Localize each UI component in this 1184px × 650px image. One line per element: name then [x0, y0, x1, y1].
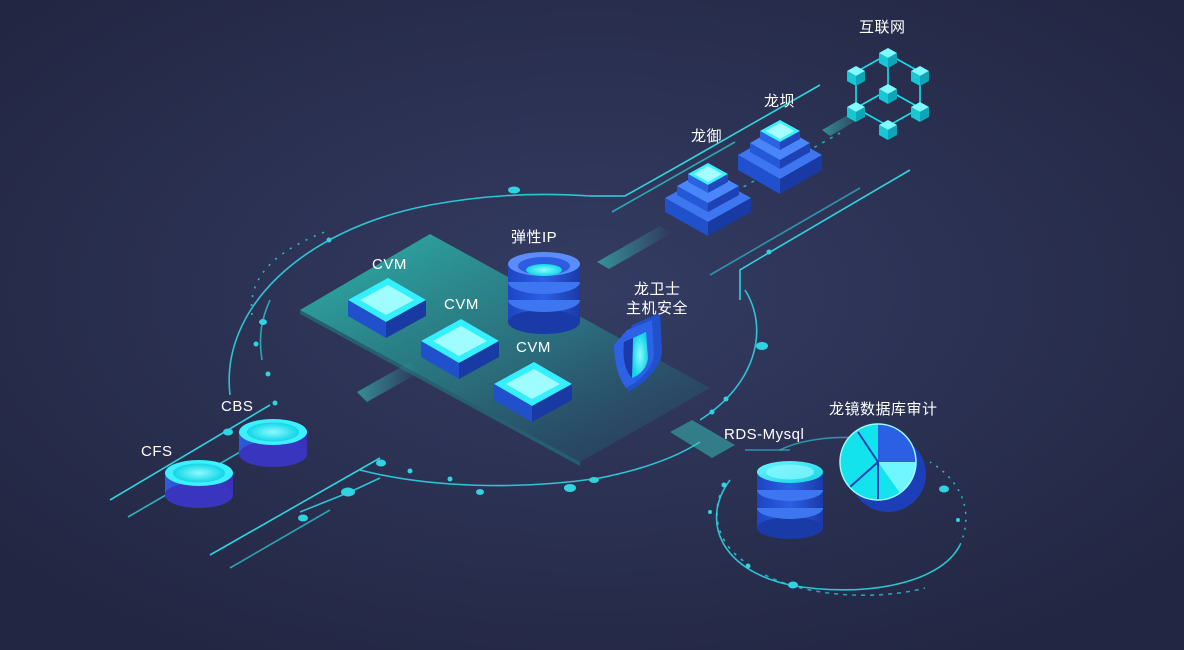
db-audit-pie-icon [839, 423, 926, 512]
internet-network-icon [847, 48, 929, 140]
longyu-stack [665, 163, 751, 236]
cvm-server-3 [494, 362, 572, 422]
shield-icon [614, 313, 662, 392]
rds-database-icon [757, 461, 823, 539]
label-longyu: 龙御 [691, 128, 723, 145]
elastic-ip-stack [508, 252, 580, 334]
label-cfs: CFS [141, 443, 173, 460]
label-host-security-2: 主机安全 [626, 300, 689, 317]
label-db-audit: 龙镜数据库审计 [829, 401, 938, 418]
label-rds-mysql: RDS-Mysql [724, 426, 805, 443]
label-host-security-1: 龙卫士 [634, 281, 681, 298]
longba-stack [738, 120, 822, 194]
label-cvm-1: CVM [372, 256, 407, 273]
label-cvm-3: CVM [516, 339, 551, 356]
ghost-connectors [357, 108, 868, 458]
label-internet: 互联网 [859, 19, 906, 36]
label-longba: 龙坝 [764, 93, 796, 110]
label-elastic-ip: 弹性IP [511, 229, 558, 246]
cfs-storage-disk [165, 460, 233, 508]
label-cvm-2: CVM [444, 296, 479, 313]
cvm-server-1 [348, 278, 426, 338]
connection-nodes [223, 186, 960, 589]
label-cbs: CBS [221, 398, 254, 415]
cbs-storage-disk [239, 419, 307, 467]
cvm-server-2 [421, 319, 499, 379]
network-cube [879, 48, 897, 68]
